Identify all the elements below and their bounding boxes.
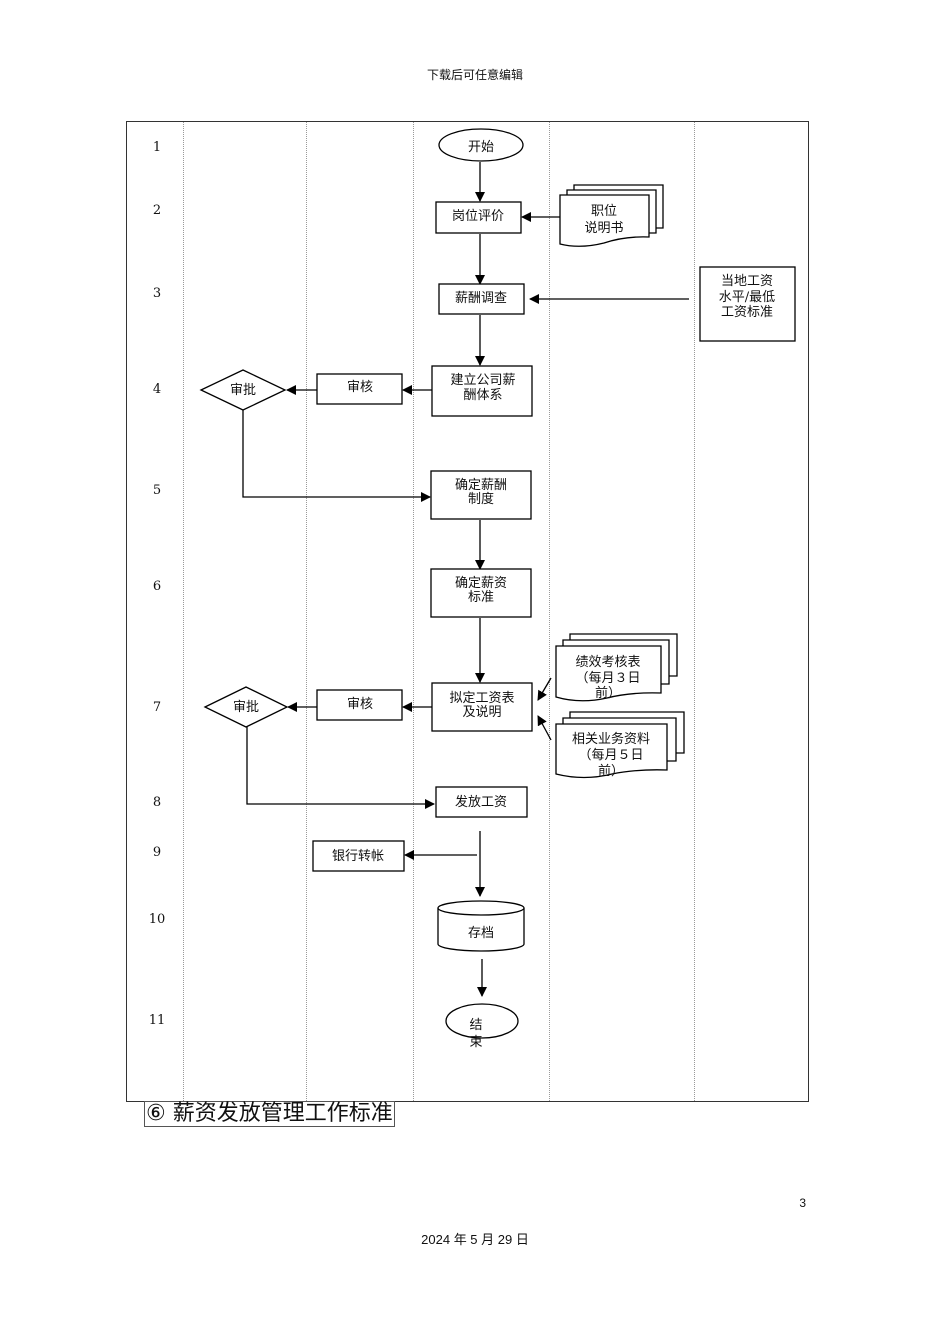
- row-number: 3: [153, 286, 161, 301]
- diagram-frame: [126, 121, 809, 1102]
- set-standard-label: 确定薪资: [455, 576, 507, 591]
- pay-salary-box[interactable]: [435, 786, 528, 818]
- salary-survey-label: 薪酬调查: [455, 291, 507, 306]
- biz-data-document[interactable]: [555, 711, 685, 779]
- approve2-label: 审批: [233, 700, 259, 715]
- biz-data-label: 前）: [598, 763, 624, 779]
- row-number: 1: [153, 140, 161, 155]
- review1-box[interactable]: [316, 373, 403, 405]
- bank-transfer-label: 银行转帐: [332, 849, 384, 864]
- row-number: 10: [149, 912, 166, 927]
- review1-label: 审核: [347, 380, 373, 395]
- set-policy-box[interactable]: [430, 470, 532, 520]
- review2-label: 审核: [347, 697, 373, 712]
- section-title: ⑥ 薪资发放管理工作标准: [144, 1101, 395, 1127]
- start-label: 开始: [468, 140, 494, 155]
- salary-survey-box[interactable]: [438, 283, 525, 315]
- perf-sheet-label: 前）: [595, 685, 621, 701]
- perf-sheet-document[interactable]: [555, 633, 678, 702]
- pay-salary-label: 发放工资: [455, 794, 507, 810]
- set-policy-label: 确定薪酬: [455, 478, 507, 493]
- row-number: 2: [153, 203, 161, 218]
- end-terminator[interactable]: [445, 1003, 519, 1039]
- page-header: 下载后可任意编辑: [426, 68, 523, 82]
- footer-date: 2024 年 5 月 29 日: [421, 1232, 529, 1247]
- row-number: 8: [153, 795, 161, 810]
- approve2-decision[interactable]: [203, 686, 289, 728]
- row-number: 11: [149, 1013, 166, 1028]
- biz-data-label: （每月５日: [578, 747, 643, 763]
- perf-sheet-label: 绩效考核表: [575, 655, 640, 670]
- build-system-label: 建立公司薪: [450, 373, 515, 388]
- job-desc-document[interactable]: [559, 184, 664, 247]
- biz-data-label: 相关业务资料: [572, 731, 650, 747]
- arrow-perf-to-draft: [537, 677, 552, 701]
- row-number: 4: [153, 382, 161, 397]
- set-standard-label: 标准: [468, 590, 494, 605]
- set-policy-label: 制度: [468, 491, 494, 507]
- approve1-label: 审批: [230, 383, 256, 398]
- row-numbers: 1 2 3 4 5 6 7 8 9 10 11: [149, 140, 166, 1028]
- row-number: 9: [153, 845, 161, 860]
- build-system-label: 酬体系: [463, 388, 502, 403]
- job-eval-label: 岗位评价: [452, 209, 504, 224]
- arrow-biz-to-draft: [537, 715, 552, 741]
- job-desc-label: 职位: [591, 204, 617, 219]
- draft-payroll-label: 及说明: [462, 705, 501, 720]
- approve1-decision[interactable]: [199, 369, 287, 411]
- connectors: [242, 162, 689, 997]
- row-number: 6: [153, 579, 161, 594]
- local-wage-label: 工资标准: [721, 305, 773, 320]
- arrow-approve1-to-policy: [242, 410, 431, 502]
- draft-payroll-label: 拟定工资表: [449, 691, 514, 706]
- row-number: 5: [153, 483, 161, 498]
- set-standard-box[interactable]: [430, 568, 532, 618]
- archive-label: 存档: [468, 926, 494, 941]
- bank-transfer-box[interactable]: [312, 840, 405, 872]
- build-system-box[interactable]: [431, 365, 533, 417]
- end-label: 结: [469, 1018, 482, 1033]
- review2-box[interactable]: [316, 689, 403, 721]
- job-desc-label: 说明书: [584, 221, 623, 236]
- arrow-approve2-to-pay: [246, 727, 435, 809]
- local-wage-label: 水平/最低: [719, 290, 775, 305]
- row-number: 7: [153, 700, 161, 715]
- draft-payroll-box[interactable]: [431, 682, 533, 732]
- page-number: 3: [799, 1196, 806, 1210]
- end-label: 束: [469, 1035, 482, 1050]
- local-wage-box[interactable]: [699, 266, 796, 342]
- perf-sheet-label: （每月３日: [575, 670, 640, 686]
- archive-cylinder[interactable]: [437, 900, 525, 952]
- job-eval-box[interactable]: [435, 201, 522, 234]
- local-wage-label: 当地工资: [721, 274, 773, 289]
- start-terminator[interactable]: [438, 128, 524, 162]
